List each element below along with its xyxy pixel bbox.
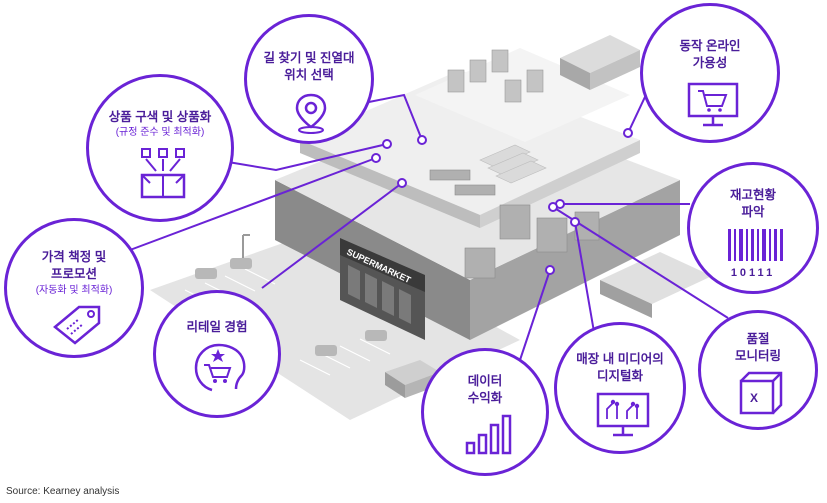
building-base-right xyxy=(470,180,680,340)
media-title-line2: 디지털화 xyxy=(596,369,643,383)
bubble-out-of-stock-monitoring: 품절 모니터링 X xyxy=(698,310,818,430)
connector-data xyxy=(519,269,551,361)
stairs xyxy=(479,144,547,184)
media-title-line1: 매장 내 미디어의 xyxy=(576,352,664,366)
bubble-aisle-navigation: 길 찾기 및 진열대 위치 선택 xyxy=(244,14,374,144)
barcode-icon xyxy=(728,229,783,261)
bubble-data-monetization: 데이터 수익화 xyxy=(421,348,549,476)
aisle-title-line1: 길 찾기 및 진열대 xyxy=(263,51,355,65)
upper-floor xyxy=(300,70,640,215)
cargo-truck xyxy=(560,35,640,90)
product-title: 상품 구색 및 상품화 xyxy=(108,110,212,124)
data-title-line2: 수익화 xyxy=(467,391,503,405)
source-note: Source: Kearney analysis xyxy=(6,486,120,497)
retail-title: 리테일 경험 xyxy=(186,320,248,334)
connector-pricing xyxy=(129,157,377,251)
side-annex-wall xyxy=(600,280,652,318)
barcode-number: 10111 xyxy=(730,267,776,279)
digital-screen-icon xyxy=(596,392,650,437)
pricing-subtitle: (자동화 및 최적화) xyxy=(35,285,113,296)
empty-box-icon xyxy=(739,371,783,415)
online-title-line2: 가용성 xyxy=(692,56,728,70)
bubble-product-assortment: 상품 구색 및 상품화 (규정 준수 및 최적화) xyxy=(86,74,234,222)
location-pin-icon xyxy=(295,93,327,134)
connector-lines xyxy=(129,81,729,361)
pricing-title-line2: 프로모션 xyxy=(50,267,97,281)
inventory-title-line2: 파악 xyxy=(741,205,765,219)
outofstock-title-line2: 모니터링 xyxy=(734,349,781,363)
connector-aisle xyxy=(363,93,423,141)
outofstock-x-mark: X xyxy=(749,391,758,405)
product-box-icon xyxy=(140,148,186,199)
lamp-post xyxy=(242,234,250,258)
online-title-line1: 동작 온라인 xyxy=(679,39,741,53)
supermarket-sign-board xyxy=(340,238,425,292)
bar-chart-icon xyxy=(465,414,512,455)
bubble-pricing-promotion: 가격 책정 및 프로모션 (자동화 및 최적화) xyxy=(4,218,144,358)
data-title-line1: 데이터 xyxy=(467,374,503,388)
connector-retail xyxy=(261,182,403,289)
price-tag-icon xyxy=(53,305,101,345)
inventory-title-line1: 재고현황 xyxy=(729,188,776,202)
bubble-retail-experience: 리테일 경험 xyxy=(153,290,281,418)
shopping-cart-screen-icon xyxy=(687,82,739,127)
bubble-media-digitalization: 매장 내 미디어의 디지털화 xyxy=(554,322,686,454)
bubble-online-availability: 동작 온라인 가용성 xyxy=(640,3,780,143)
connector-dots xyxy=(371,128,633,275)
store-shelves xyxy=(429,169,600,279)
customer-cart-icon xyxy=(194,343,246,392)
connector-product xyxy=(227,143,388,172)
bubble-inventory-tracking: 재고현황 파악 10111 xyxy=(687,162,819,294)
product-subtitle: (규정 준수 및 최적화) xyxy=(115,127,205,138)
outofstock-title-line1: 품절 xyxy=(746,332,770,346)
warehouse-racks xyxy=(447,49,544,103)
parked-cars xyxy=(195,258,387,356)
aisle-title-line2: 위치 선택 xyxy=(284,68,334,82)
side-annex xyxy=(600,252,712,304)
storefront-windows xyxy=(348,265,411,324)
warehouse-floor xyxy=(415,48,630,142)
connector-outofstock xyxy=(552,206,729,319)
pricing-title-line1: 가격 책정 및 xyxy=(41,250,107,264)
upper-floor-edge-left xyxy=(300,140,480,228)
